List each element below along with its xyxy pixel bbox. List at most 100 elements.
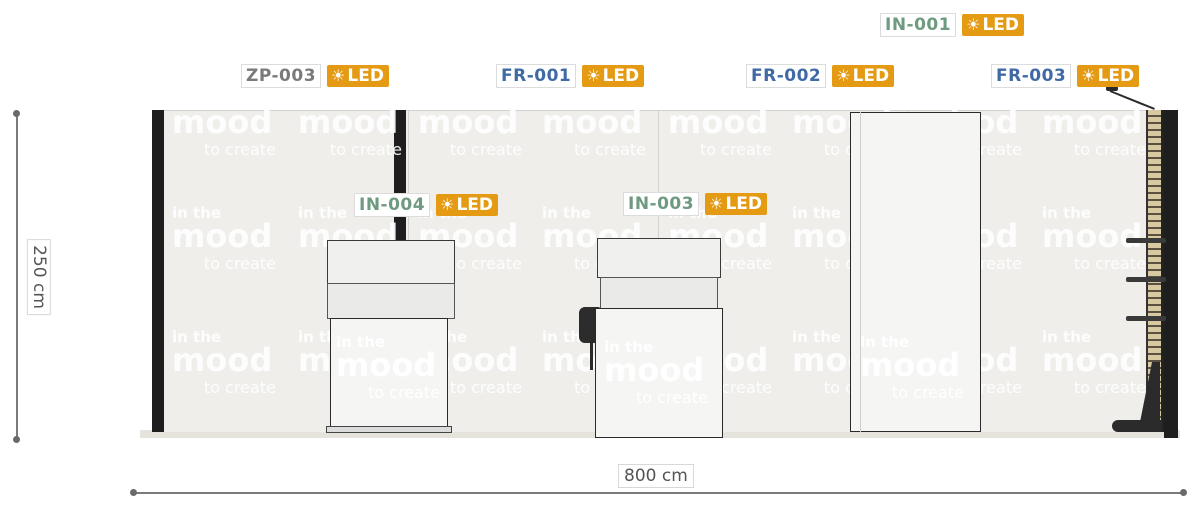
watermark-line-2: mood	[172, 103, 273, 141]
watermark-line-1: in the	[1042, 90, 1092, 108]
watermark-line-1: in the	[172, 204, 222, 222]
width-dimension-left-dot	[130, 489, 137, 496]
sun-icon: ☀	[836, 66, 851, 85]
height-dimension-bottom-dot	[13, 436, 20, 443]
watermark-line-3: to create	[892, 383, 964, 402]
led-lamp-head	[1106, 86, 1118, 91]
led-badge-in-003: ☀LED	[705, 193, 768, 215]
led-badge-zp-003: ☀LED	[327, 65, 389, 87]
watermark-line-1: in the	[298, 204, 348, 222]
watermark-line-3: to create	[450, 140, 522, 159]
slatwall-shelf-2	[1126, 277, 1166, 282]
watermark-line-2: mood	[172, 341, 273, 379]
sun-icon: ☀	[709, 194, 724, 213]
sun-icon: ☀	[1081, 66, 1096, 85]
watermark-line-3: to create	[204, 254, 276, 273]
watermark-line-3: to create	[1074, 254, 1146, 273]
watermark-line-3: to create	[450, 254, 522, 273]
watermark-line-1: in the	[172, 90, 222, 108]
stool-leg	[590, 340, 593, 370]
tag-code-in-001: IN-001	[880, 13, 957, 37]
tag-in-001: IN-001 ☀LED	[880, 13, 1025, 37]
watermark-line-1: in the	[542, 90, 592, 108]
tag-code-fr-001: FR-001	[496, 64, 577, 88]
watermark-line-1: in the	[172, 328, 222, 346]
tag-code-fr-003: FR-003	[991, 64, 1072, 88]
watermark-line-2: mood	[604, 351, 705, 389]
sun-icon: ☀	[440, 195, 455, 214]
watermark-line-1: in the	[1042, 328, 1092, 346]
tag-fr-002: FR-002 ☀LED	[746, 64, 895, 88]
in-003-counter-shelf	[600, 277, 718, 309]
width-dimension-line	[134, 492, 1184, 494]
led-badge-fr-002: ☀LED	[832, 65, 895, 87]
watermark-line-3: to create	[330, 140, 402, 159]
fr-003-right-post	[1164, 110, 1178, 438]
watermark-line-1: in the	[604, 338, 654, 356]
led-badge-in-004: ☀LED	[436, 194, 499, 216]
slatwall-shelf-3	[1126, 316, 1166, 321]
in-004-counter-shelf	[327, 283, 455, 319]
tag-in-003: IN-003 ☀LED	[623, 192, 768, 216]
watermark-line-1: in the	[918, 90, 968, 108]
tag-in-004: IN-004 ☀LED	[354, 193, 499, 217]
left-wall-post	[152, 110, 164, 432]
slatwall-shelf-1	[1126, 238, 1166, 243]
tag-code-in-004: IN-004	[354, 193, 431, 217]
watermark-line-3: to create	[574, 140, 646, 159]
watermark-line-3: to create	[700, 140, 772, 159]
in-003-counter-body	[595, 308, 723, 438]
watermark-line-3: to create	[1074, 140, 1146, 159]
in-003-counter-top	[597, 238, 721, 278]
watermark-line-2: mood	[1042, 217, 1143, 255]
height-dimension-line	[16, 114, 18, 440]
watermark-line-1: in the	[542, 328, 592, 346]
watermark-line-1: in the	[1042, 204, 1092, 222]
watermark-line-1: in the	[336, 333, 386, 351]
in-004-counter-top	[327, 240, 455, 285]
tag-code-fr-002: FR-002	[746, 64, 827, 88]
watermark-line-2: mood	[298, 103, 399, 141]
watermark-line-1: in the	[860, 333, 910, 351]
led-badge-in-001: ☀LED	[962, 14, 1025, 36]
led-badge-fr-001: ☀LED	[582, 65, 645, 87]
watermark-line-1: in the	[418, 90, 468, 108]
in-004-counter-base	[326, 426, 452, 433]
watermark-line-2: mood	[860, 346, 961, 384]
in-001-cabinet-inner-edge	[860, 112, 861, 432]
watermark-line-2: mood	[336, 346, 437, 384]
tag-fr-001: FR-001 ☀LED	[496, 64, 645, 88]
sun-icon: ☀	[586, 66, 601, 85]
led-badge-fr-003: ☀LED	[1077, 65, 1140, 87]
fr-003-slat-wall	[1146, 110, 1164, 432]
watermark-line-2: mood	[172, 217, 273, 255]
watermark-line-3: to create	[368, 383, 440, 402]
watermark-line-2: mood	[418, 103, 519, 141]
watermark-line-1: in the	[792, 204, 842, 222]
watermark-line-1: in the	[860, 90, 910, 108]
watermark-line-3: to create	[1074, 378, 1146, 397]
width-dimension-right-dot	[1180, 489, 1187, 496]
in-001-tall-cabinet	[850, 112, 981, 432]
watermark-line-2: mood	[1042, 103, 1143, 141]
slatwall-stand-foot	[1112, 420, 1162, 432]
sun-icon: ☀	[966, 15, 981, 34]
watermark-line-3: to create	[636, 388, 708, 407]
watermark-line-3: to create	[204, 378, 276, 397]
watermark-line-1: in the	[298, 90, 348, 108]
panel-top-edge	[160, 110, 1150, 111]
watermark-line-2: mood	[668, 103, 769, 141]
tag-code-in-003: IN-003	[623, 192, 700, 216]
tag-fr-003: FR-003 ☀LED	[991, 64, 1140, 88]
watermark-line-3: to create	[204, 140, 276, 159]
